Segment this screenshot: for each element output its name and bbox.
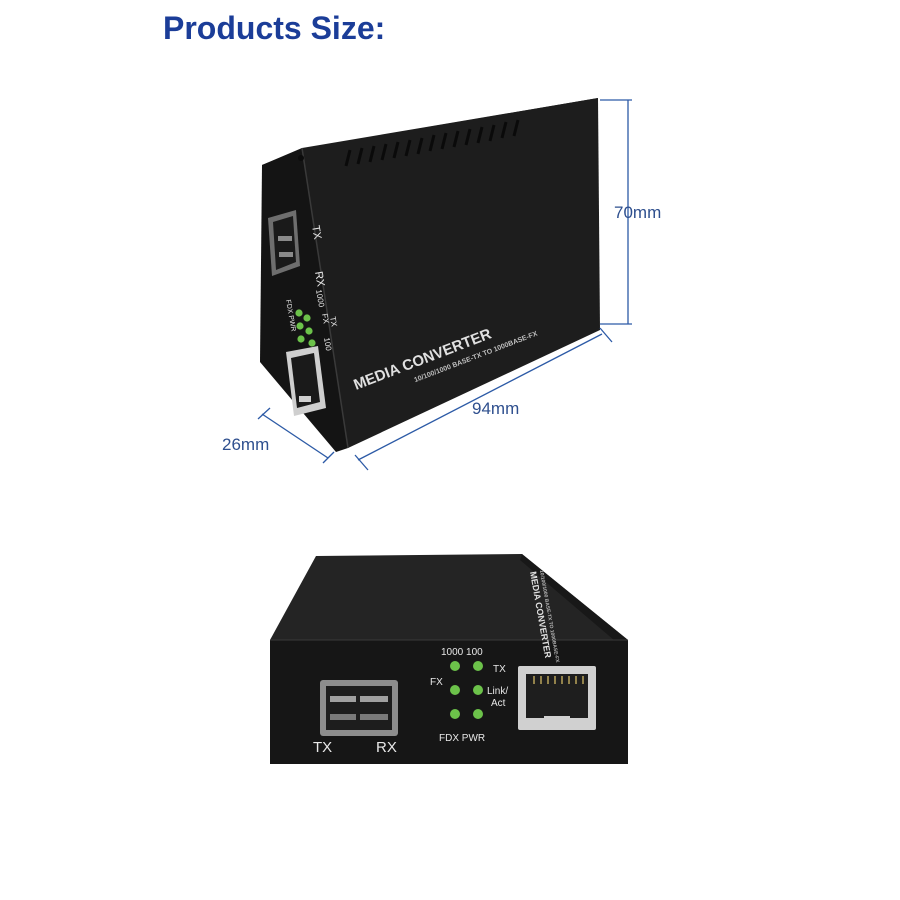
top-device-port-rx-label: RX — [312, 270, 327, 288]
led-icon — [305, 327, 313, 335]
page-title: Products Size: — [163, 10, 386, 46]
bottom-device-side-face — [520, 554, 628, 652]
top-device-screw-icon — [298, 155, 304, 161]
top-device-edge — [301, 147, 349, 449]
led-icon — [295, 309, 303, 317]
led-icon — [450, 709, 460, 719]
top-device-port-tx-label: TX — [309, 224, 323, 241]
bottom-device-led-fx: FX — [430, 677, 443, 688]
top-device-led-tx: TX — [328, 316, 339, 328]
dimension-length-label: 94mm — [472, 399, 519, 418]
led-icon — [450, 661, 460, 671]
led-icon — [450, 685, 460, 695]
bottom-device-rj45-port — [518, 666, 596, 730]
bottom-device-sfp-port — [320, 680, 398, 736]
top-device-leds — [295, 309, 316, 347]
led-icon — [308, 339, 316, 347]
top-device-led-fx: FX — [320, 313, 331, 325]
led-icon — [473, 709, 483, 719]
top-device: MEDIA CONVERTER 10/100/1000 BASE-TX TO 1… — [260, 98, 600, 452]
bottom-device: MEDIA CONVERTER 10/100/1000 BASE-TX TO 1… — [270, 554, 628, 764]
bottom-device-led-act: Act — [491, 698, 506, 709]
bottom-device-led-link: Link/ — [487, 686, 508, 697]
led-icon — [297, 335, 305, 343]
led-icon — [303, 314, 311, 322]
led-icon — [473, 685, 483, 695]
bottom-device-port-tx-label: TX — [313, 739, 332, 756]
led-icon — [473, 661, 483, 671]
top-device-vents — [344, 119, 520, 167]
top-device-led-1000: 1000 — [314, 289, 326, 309]
top-device-led-100: 100 — [322, 337, 333, 352]
led-icon — [296, 322, 304, 330]
dimension-height-label: 70mm — [614, 203, 661, 222]
bottom-device-led-top-label: 1000 100 — [441, 647, 483, 658]
top-device-side-face — [302, 98, 600, 448]
top-device-rj45-port — [286, 346, 326, 416]
bottom-device-led-fdx-pwr: FDX PWR — [439, 733, 485, 744]
bottom-device-port-rx-label: RX — [376, 739, 397, 756]
bottom-device-led-tx: TX — [493, 664, 506, 675]
bottom-device-leds — [450, 661, 483, 719]
dimension-depth-label: 26mm — [222, 435, 269, 454]
dimension-lines — [257, 99, 632, 471]
top-device-sfp-port — [268, 210, 300, 276]
